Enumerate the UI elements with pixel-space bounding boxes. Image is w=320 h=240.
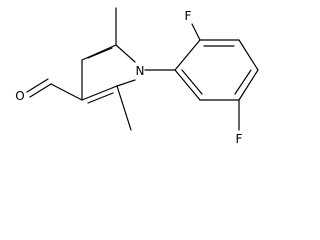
molecule-structure: N O F F [15,7,259,146]
atom-label-f-top: F [185,9,192,23]
bond-ar4-ar5 [238,69,259,101]
atom-label-f-bottom: F [236,132,243,146]
bond-c2-c3-inner [87,92,114,104]
bond-ar2-f [191,23,201,41]
bond-ar6-ar1 [174,69,201,101]
bond-c4-c5 [81,44,117,61]
bond-ar4-ar5-inner [234,69,252,95]
bond-c4-c5-inner [87,47,113,59]
bond-cho-o-second [26,78,49,93]
bond-c2-c3 [81,85,118,101]
bond-c3-cho [50,83,83,101]
bond-cho-o [29,83,52,98]
bond-ar6-ar1-inner [181,69,203,95]
bond-ar1-ar2 [174,39,201,71]
bond-c5-n1 [115,44,136,63]
atom-label-n: N [136,64,145,78]
atom-labels: N O F F [15,9,242,146]
bond-c2-methyl [116,85,132,131]
structure-canvas: N O F F [15,7,259,146]
bond-ar3-ar4 [238,39,259,71]
bond-lines [26,7,259,131]
bond-n1-c2 [116,79,136,87]
atom-label-o: O [15,89,24,103]
